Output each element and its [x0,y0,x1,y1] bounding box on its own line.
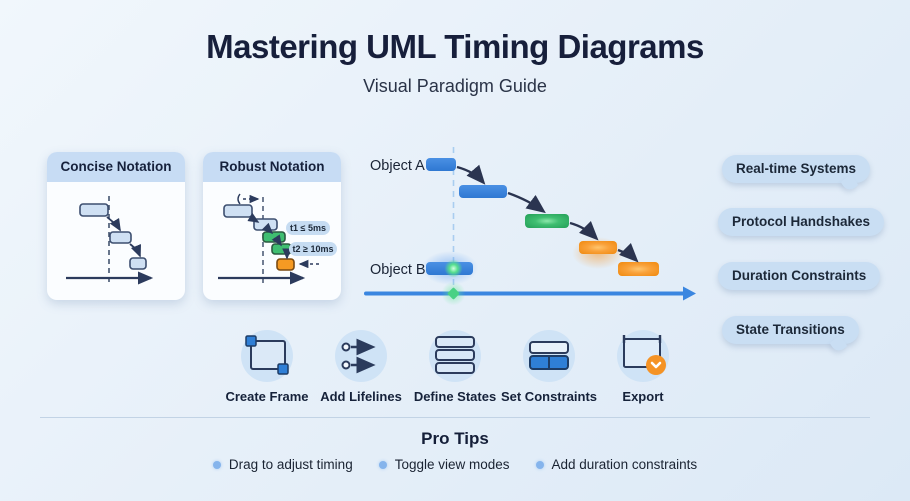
badge-duration-constraints: Duration Constraints [718,262,881,290]
export-download-badge [646,355,666,375]
object-b-event-dot [444,259,463,278]
workflow-step-set-constraints: Set Constraints [500,330,598,404]
robust-mini-diagram: t1 ≤ 5ms t2 ≥ 10ms [218,193,337,285]
badge-real-time-systems: Real-time Systems [722,155,871,183]
page-title: Mastering UML Timing Diagrams [206,28,704,65]
robust-constraint-pill-1 [286,221,330,235]
robust-card-title: Robust Notation [203,152,341,182]
frame-icon [245,335,289,375]
pro-tip-text: Drag to adjust timing [228,457,353,472]
constraints-icon [529,341,569,370]
pro-tips-list: Drag to adjust timing Toggle view modes … [0,457,910,472]
time-axis-arrowhead [683,286,696,301]
timing-diagram-canvas: Object A Object B [364,147,696,306]
transition-arrow-4 [617,243,639,263]
page-subtitle: Visual Paradigm Guide [363,76,547,96]
state-bar-orange-2 [618,262,659,276]
states-icon [435,336,475,374]
state-bar-green [525,214,569,228]
pro-tip-text: Add duration constraints [551,457,698,472]
axis-event-diamond [447,287,460,300]
concise-notation-card: Concise Notation [47,152,185,300]
pro-tip-text: Toggle view modes [394,457,510,472]
transition-arrow-3 [569,221,599,241]
bullet-dot-icon [212,460,221,469]
lifeline-label-object-b: Object B [370,262,426,278]
pro-tip-item: Toggle view modes [378,457,510,472]
concise-mini-diagram [66,196,154,285]
workflow-step-label: Define States [413,389,497,404]
workflow-steps: Create Frame Add Lifelines [220,330,690,404]
workflow-step-export: Export [596,330,690,404]
bullet-dot-icon [535,460,544,469]
concise-transition-arrow-2 [129,243,141,258]
robust-constraint-label-1: t1 ≤ 5ms [290,223,326,233]
workflow-step-define-states: Define States [408,330,502,404]
robust-transition-arrow-1 [247,212,260,223]
concise-state-bar-3 [129,257,147,270]
robust-transition-arrow-3 [271,234,282,247]
robust-state-bar-2 [253,218,278,231]
constraints-icon-circle [523,330,575,382]
pro-tips-title: Pro Tips [421,429,489,448]
concise-state-bar-1 [79,203,109,217]
workflow-step-add-lifelines: Add Lifelines [314,330,408,404]
robust-duration-tick [237,193,241,205]
corner-handle-bottom-right [277,363,289,375]
transition-arrow-1 [456,164,486,185]
robust-state-bar-5-orange [276,258,295,271]
download-arrow-icon [650,361,662,369]
pro-tip-item: Add duration constraints [535,457,698,472]
timing-diagram: Object A Object B [360,145,700,310]
export-icon-circle [617,330,669,382]
state-bar-blue-2 [459,185,507,198]
workflow-step-label: Set Constraints [500,389,598,404]
concise-state-bar-2 [109,231,132,244]
concise-transition-arrow-1 [106,216,121,232]
corner-handle-top-left [245,335,257,347]
robust-state-bar-1 [223,204,253,218]
badge-state-transitions: State Transitions [722,316,859,344]
lifeline-label-object-a: Object A [370,158,425,174]
section-divider [40,417,870,418]
workflow-step-label: Create Frame [225,389,309,404]
bullet-dot-icon [378,460,387,469]
frame-icon-circle [241,330,293,382]
transition-arrow-2 [507,191,546,214]
state-bar-blue-1 [426,158,456,171]
lifelines-icon [341,338,376,374]
pro-tip-item: Drag to adjust timing [212,457,353,472]
state-bar-orange-1 [579,241,617,254]
badge-protocol-handshakes: Protocol Handshakes [718,208,885,236]
states-icon-circle [429,330,481,382]
workflow-step-create-frame: Create Frame [220,330,314,404]
robust-constraint-label-2: t2 ≥ 10ms [293,244,334,254]
concise-card-title: Concise Notation [47,152,185,182]
robust-constraint-pill-2 [289,242,337,256]
workflow-step-label: Add Lifelines [320,389,402,404]
lifelines-icon-circle [335,330,387,382]
robust-state-bar-3-green [262,231,286,243]
robust-notation-card: Robust Notation t1 ≤ 5ms t2 ≥ 10ms [203,152,341,300]
robust-state-bar-4-green [271,243,292,255]
robust-transition-arrow-2 [261,222,274,235]
export-icon [622,335,666,375]
workflow-step-label: Export [622,389,664,404]
